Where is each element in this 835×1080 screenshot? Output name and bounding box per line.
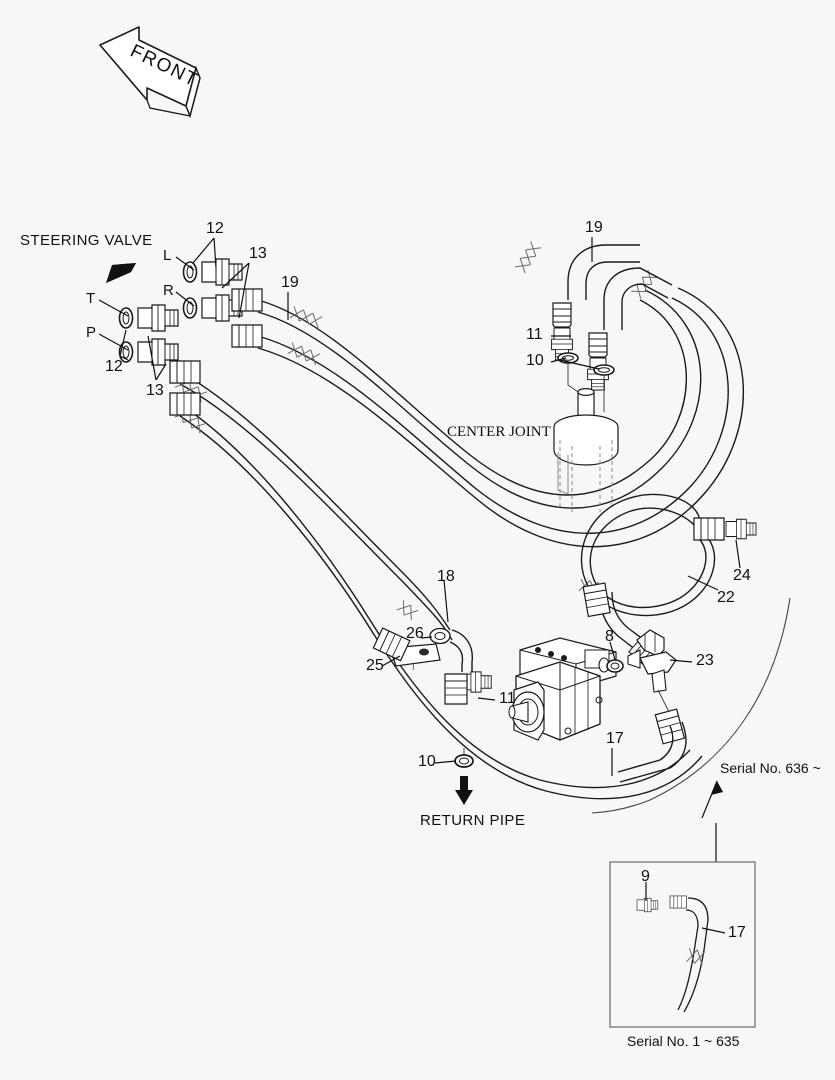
callout-leader-lines [98,237,741,862]
oring-8 [606,659,624,673]
fitting-group-R [182,294,243,322]
callout-10-return: 10 [418,753,436,770]
hydraulic-pump-body [508,637,617,741]
hose-17-long-return [179,403,703,800]
callout-10-center: 10 [526,352,544,369]
callout-24: 24 [733,567,751,584]
callout-8: 8 [605,628,614,645]
oring-10-return [454,748,474,805]
hose-19-upper [257,289,702,509]
callout-11-pump: 11 [499,690,516,707]
port-label-l: L [163,247,172,264]
hose-17-pump-elbow [617,708,687,783]
fitting-group-L [182,258,243,286]
callout-9-inset: 9 [641,868,650,885]
callout-11-center: 11 [526,326,543,343]
callout-13-bottom: 13 [146,382,164,399]
serial-note-636: Serial No. 636 ~ [720,760,821,776]
front-arrow-icon: FRONT [99,26,202,119]
port-label-p: P [86,324,97,341]
callout-18: 18 [437,568,455,585]
center-joint-body [553,388,619,512]
caption-center-joint: CENTER JOINT [447,424,551,440]
caption-return-pipe: RETURN PIPE [420,812,526,829]
fitting-group-T [118,304,179,332]
serial-note-1-635: Serial No. 1 ~ 635 [627,1033,740,1049]
hose-22-coil [580,493,757,666]
callout-17-inset: 17 [728,924,746,941]
callout-13-top: 13 [249,245,267,262]
callout-19-left: 19 [281,274,299,291]
serial-636-boundary-arc [591,597,791,814]
hose-19-lower [257,287,744,548]
clamp-25-26 [372,627,451,667]
center-joint-hose-elbows [552,244,673,358]
hose-18-return [179,371,453,641]
callout-12-bottom: 12 [105,358,123,375]
tee-fitting-23 [627,629,677,693]
caption-steering-valve: STEERING VALVE [20,232,153,249]
port-label-r: R [163,282,174,299]
callout-19-right: 19 [585,219,603,236]
callout-17: 17 [606,730,624,747]
callout-22: 22 [717,589,735,606]
port-label-t: T [86,290,96,307]
callout-12-top: 12 [206,220,224,237]
steering-valve-pointer-icon [106,263,136,283]
inset-serial-1-635 [609,861,756,1028]
callout-23: 23 [696,652,714,669]
callout-26: 26 [406,625,424,642]
callout-25: 25 [366,657,384,674]
hose-18-elbow [444,629,473,705]
